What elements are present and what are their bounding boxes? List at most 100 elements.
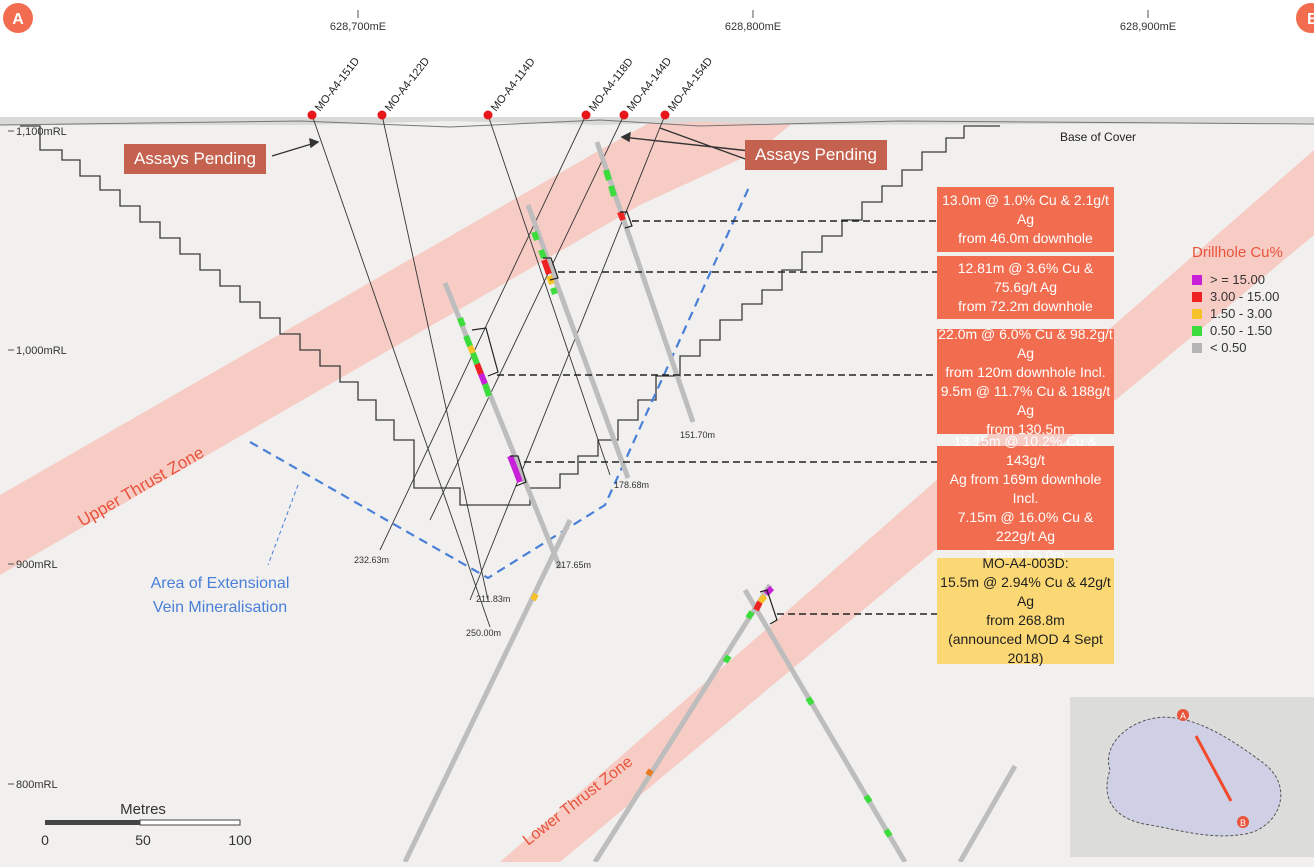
elev-1100: 1,100mRL (16, 126, 67, 138)
hole-003d-right (742, 588, 908, 864)
intercept-brackets (471, 211, 778, 625)
intercept-4-line-2: Ag from 169m downhole Incl. (949, 470, 1102, 506)
legend-item: 3.00 - 15.00 (1192, 288, 1283, 305)
collars (307, 110, 670, 120)
scale-bar: Metres 0 50 100 (41, 801, 252, 848)
collar-114d (483, 110, 493, 120)
depth-122d: 211.83m (476, 594, 510, 604)
extensional-label-2: Vein Mineralisation (153, 599, 287, 616)
intercept-4-line-3: 7.15m @ 16.0% Cu & 222g/t Ag (957, 508, 1094, 544)
legend-title: Drillhole Cu% (1192, 244, 1283, 261)
easting-1: 628,700mE (330, 21, 386, 33)
depth-151d: 250.00m (466, 628, 501, 638)
scale-bar-white (139, 819, 241, 826)
depth-118d: 232.63m (354, 555, 389, 565)
inset-label-a: A (1180, 711, 1186, 721)
easting-3: 628,900mE (1120, 21, 1176, 33)
section-start-marker (3, 3, 33, 33)
hole-far-right (957, 764, 1018, 864)
legend-swatch (1192, 274, 1202, 285)
elevation-ticks (8, 130, 14, 785)
inset-outline (1106, 716, 1282, 837)
intercept-1-line-2: from 46.0m downhole (958, 230, 1093, 246)
legend-swatch (1192, 291, 1202, 302)
legend-item: 1.50 - 3.00 (1192, 305, 1283, 322)
collar-151d (307, 110, 317, 120)
elev-1000: 1,000mRL (16, 345, 67, 357)
intercept-3-line-3: 9.5m @ 11.7% Cu & 188g/t Ag (940, 382, 1111, 418)
extensional-area-outline (249, 184, 752, 580)
intercept-1-line-1: 13.0m @ 1.0% Cu & 2.1g/t Ag (942, 192, 1109, 227)
intercept-5-line-1: MO-A4-003D: (982, 555, 1069, 571)
scale-bar-black (45, 820, 140, 825)
intercept-2-line-2: from 72.2m downhole (958, 298, 1093, 314)
legend-label: < 0.50 (1210, 340, 1247, 355)
intercept-box-4: 13.15m @ 10.2% Cu & 143g/t Ag from 169m … (937, 433, 1114, 563)
intercept-4-line-1: 13.15m @ 10.2% Cu & 143g/t (953, 432, 1098, 468)
hole-003d-left (592, 583, 773, 864)
legend-swatch (1192, 342, 1202, 353)
drill-holes (402, 141, 1018, 864)
inset-map: A B (1070, 697, 1314, 857)
intercept-3-line-4: from 130.5m (986, 420, 1065, 437)
intercept-5-line-4: (announced MOD 4 Sept 2018) (948, 631, 1103, 666)
scale-tick-100: 100 (228, 832, 252, 848)
hole-main-114d (442, 282, 563, 569)
legend-label: 0.50 - 1.50 (1210, 323, 1273, 338)
legend-swatch (1192, 308, 1202, 319)
intercept-box-3: 22.0m @ 6.0% Cu & 98.2g/t Ag from 120m d… (937, 326, 1114, 437)
inset-marker-b (1237, 816, 1249, 828)
scale-tick-50: 50 (135, 832, 151, 848)
scale-tick-0: 0 (41, 832, 49, 848)
lower-thrust-zone (500, 150, 1314, 862)
depth-144d: 178.68m (614, 480, 649, 490)
hole-main-118d (525, 204, 631, 479)
section-start-label: A (12, 11, 24, 28)
intercept-box-2: 12.81m @ 3.6% Cu & 75.6g/t Ag from 72.2m… (937, 256, 1114, 319)
depth-154d: 151.70m (680, 430, 715, 440)
trace-154d (469, 114, 666, 601)
assay-segments (457, 169, 893, 838)
depth-114d: 217.65m (556, 560, 591, 570)
trace-118d (379, 114, 587, 551)
drill-traces (311, 114, 666, 628)
section-end-label: B (1307, 11, 1314, 28)
intercept-leaders (497, 220, 937, 615)
base-of-cover-label: Base of Cover (1060, 130, 1136, 144)
pending-arrows (271, 127, 751, 161)
collar-122d (377, 110, 387, 120)
trace-122d (381, 114, 489, 601)
upper-thrust-zone (0, 117, 800, 575)
legend-label: 1.50 - 3.00 (1210, 306, 1273, 321)
cu-legend: Drillhole Cu% > = 15.00 3.00 - 15.00 1.5… (1192, 244, 1283, 356)
hole-depth-labels: 250.00m 211.83m 217.65m 232.63m 178.68m … (354, 430, 715, 638)
easting-labels: 628,700mE 628,800mE 628,900mE (330, 21, 1176, 33)
assays-pending-right: Assays Pending (745, 140, 887, 170)
trace-144d (429, 114, 625, 521)
elevation-labels: 1,100mRL 1,000mRL 900mRL 800mRL (16, 126, 67, 791)
intercept-3-line-1: 22.0m @ 6.0% Cu & 98.2g/t Ag (938, 325, 1113, 361)
surface-cover (0, 117, 1314, 125)
legend-item: 0.50 - 1.50 (1192, 322, 1283, 339)
collar-144d (619, 110, 629, 120)
elev-900: 900mRL (16, 559, 58, 571)
extensional-label-1: Area of Extensional (151, 575, 290, 592)
base-of-cover-line (0, 119, 1314, 128)
legend-label: > = 15.00 (1210, 272, 1265, 287)
collar-154d (660, 110, 670, 120)
inset-section-line (1194, 735, 1233, 802)
legend-swatch (1192, 325, 1202, 336)
extensional-leader (267, 484, 299, 566)
intercept-box-5: MO-A4-003D: 15.5m @ 2.94% Cu & 42g/t Ag … (937, 555, 1114, 666)
easting-2: 628,800mE (725, 21, 781, 33)
easting-ticks (357, 10, 1149, 18)
sky-band (0, 0, 1314, 117)
legend-item: > = 15.00 (1192, 271, 1283, 288)
scale-title: Metres (120, 801, 166, 818)
section-end-marker (1296, 3, 1314, 33)
collar-118d (581, 110, 591, 120)
legend-item: < 0.50 (1192, 339, 1283, 356)
intercept-5-line-2: 15.5m @ 2.94% Cu & 42g/t Ag (940, 574, 1111, 609)
